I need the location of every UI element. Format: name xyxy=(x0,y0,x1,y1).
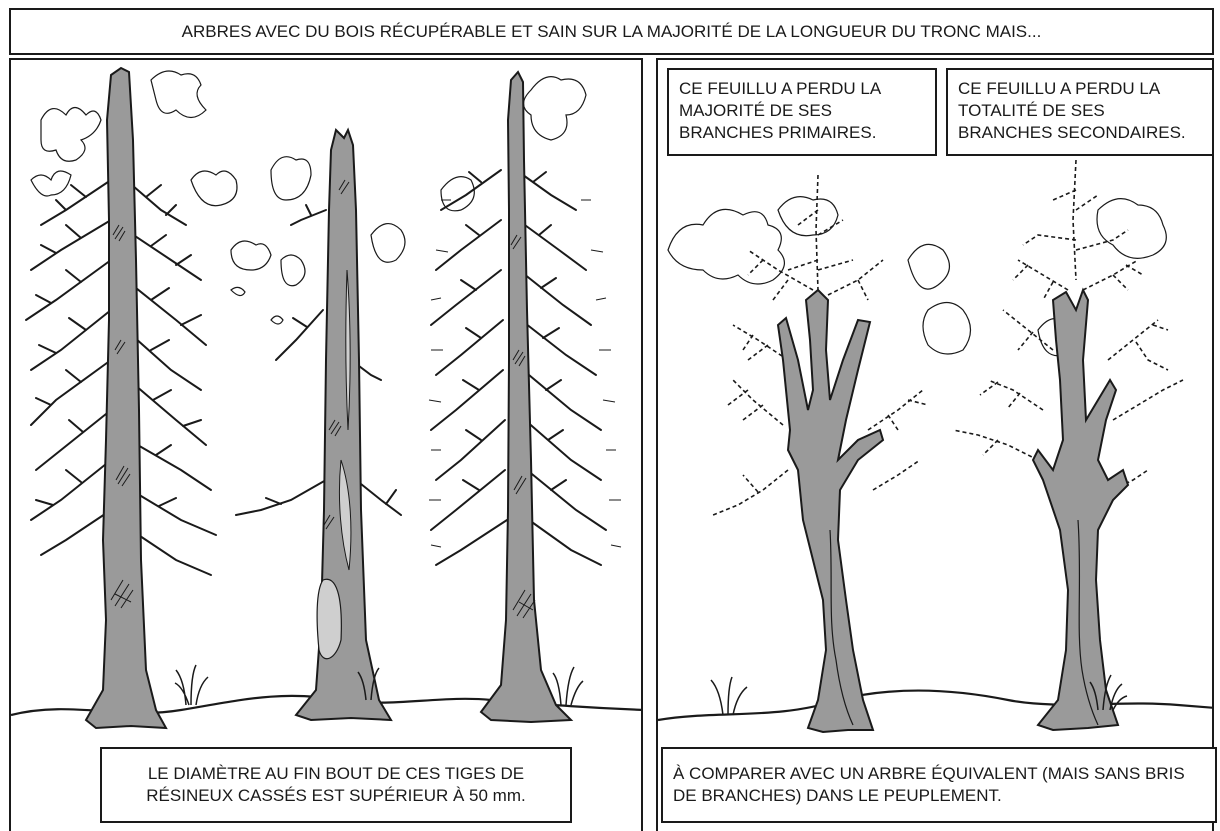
background-canopy xyxy=(30,70,587,325)
conifers-panel xyxy=(9,58,643,831)
background-canopy xyxy=(667,196,1167,357)
conifer-tree-2 xyxy=(235,127,402,722)
grass-tufts xyxy=(710,674,1128,716)
caption-compare: À COMPARER AVEC UN ARBRE ÉQUIVALENT (MAI… xyxy=(661,747,1217,823)
caption-primary-branches: CE FEUILLU A PERDU LA MAJORITÉ DE SES BR… xyxy=(667,68,937,156)
conifer-tree-3 xyxy=(428,70,622,724)
broadleaf-panel xyxy=(656,58,1214,831)
conifers-illustration xyxy=(11,66,641,730)
ground-line xyxy=(658,689,1212,722)
broadleaf-tree-primary-loss xyxy=(712,174,929,734)
conifer-tree-1 xyxy=(25,66,217,730)
broadleaf-tree-secondary-loss xyxy=(952,159,1184,732)
broadleaf-illustration xyxy=(658,159,1212,734)
caption-secondary-branches: CE FEUILLU A PERDU LA TOTALITÉ DE SES BR… xyxy=(946,68,1214,156)
caption-conifer-diameter: LE DIAMÈTRE AU FIN BOUT DE CES TIGES DE … xyxy=(100,747,572,823)
grass-tufts xyxy=(174,664,584,706)
page-title: ARBRES AVEC DU BOIS RÉCUPÉRABLE ET SAIN … xyxy=(9,8,1214,55)
